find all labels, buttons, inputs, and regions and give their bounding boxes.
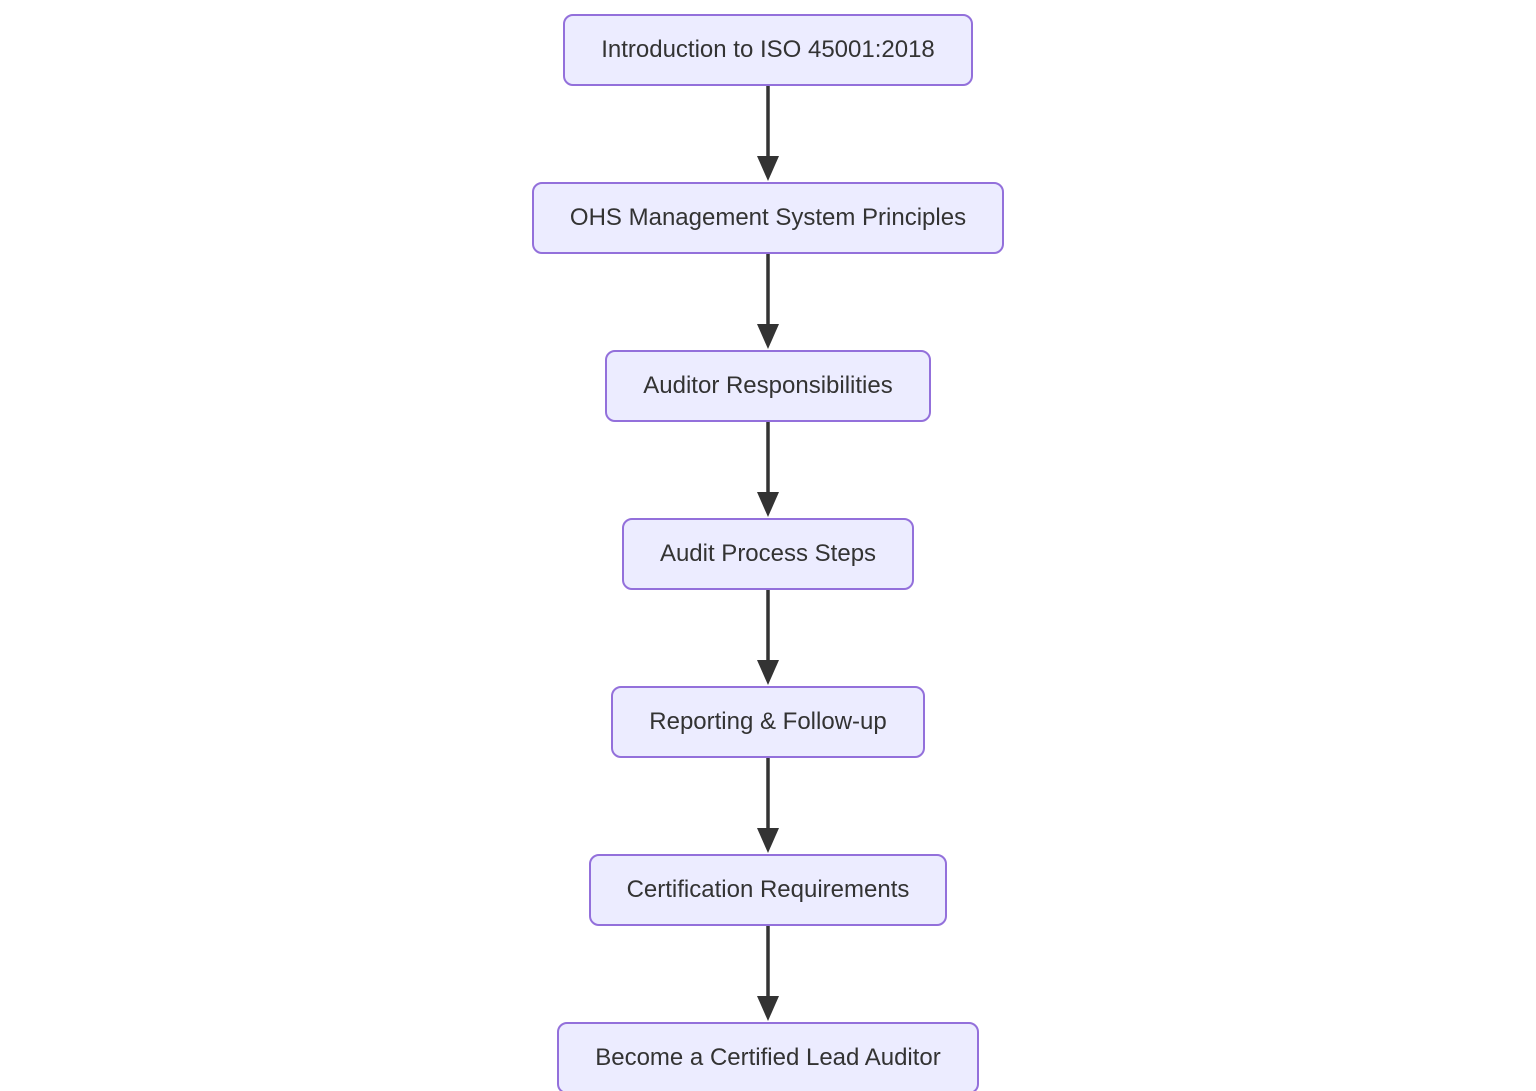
edge-intro-to-ohs <box>754 86 782 182</box>
flow-node-ohs: OHS Management System Principles <box>531 182 1005 254</box>
flow-node-responsibilities: Auditor Responsibilities <box>605 350 931 422</box>
edge-cert-to-lead <box>754 926 782 1022</box>
flow-node-lead-auditor: Become a Certified Lead Auditor <box>557 1022 979 1091</box>
arrow-down-icon <box>757 758 779 853</box>
arrow-down-icon <box>757 422 779 517</box>
edge-resp-to-process <box>754 422 782 518</box>
arrow-down-icon <box>757 926 779 1021</box>
arrow-down-icon <box>757 254 779 349</box>
flow-node-process: Audit Process Steps <box>621 518 915 590</box>
edge-ohs-to-resp <box>754 254 782 350</box>
arrow-down-icon <box>757 86 779 181</box>
edge-reporting-to-cert <box>754 758 782 854</box>
flow-node-reporting: Reporting & Follow-up <box>611 686 925 758</box>
flow-node-certification: Certification Requirements <box>588 854 948 926</box>
arrow-down-icon <box>757 590 779 685</box>
flow-node-intro: Introduction to ISO 45001:2018 <box>563 14 973 86</box>
edge-process-to-reporting <box>754 590 782 686</box>
